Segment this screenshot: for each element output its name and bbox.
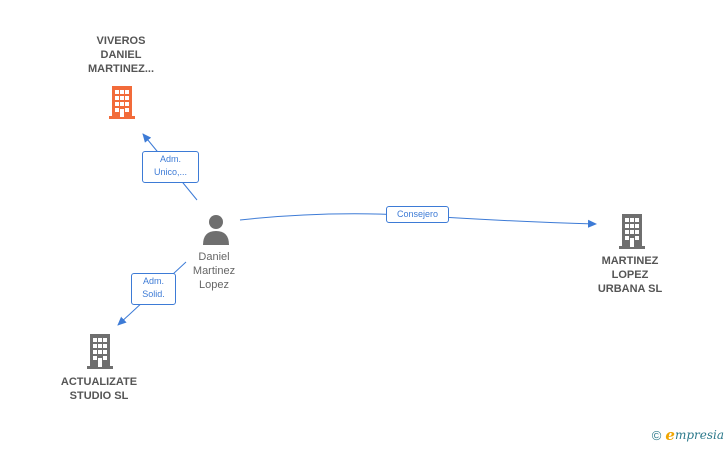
node-label-viveros[interactable]: VIVEROS DANIEL MARTINEZ... [88, 35, 154, 75]
edge-label-adm-unico: Adm. Unico,... [142, 151, 199, 183]
building-icon[interactable] [617, 213, 647, 249]
person-icon[interactable] [201, 213, 231, 245]
empresia-logo: © e mpresia [652, 426, 724, 444]
edge-label-consejero: Consejero [386, 206, 449, 223]
empresia-e-mark: e [665, 426, 675, 444]
building-icon[interactable] [107, 85, 137, 119]
node-label-actualizate[interactable]: ACTUALIZATE STUDIO SL [60, 376, 138, 402]
node-label-person[interactable]: Daniel Martinez Lopez [192, 251, 236, 291]
building-icon[interactable] [85, 333, 115, 369]
node-label-martinez-lopez[interactable]: MARTINEZ LOPEZ URBANA SL [597, 255, 663, 295]
edge-label-adm-solid: Adm. Solid. [131, 273, 176, 305]
copyright-symbol: © [651, 427, 662, 443]
empresia-wordmark: mpresia [674, 428, 724, 442]
